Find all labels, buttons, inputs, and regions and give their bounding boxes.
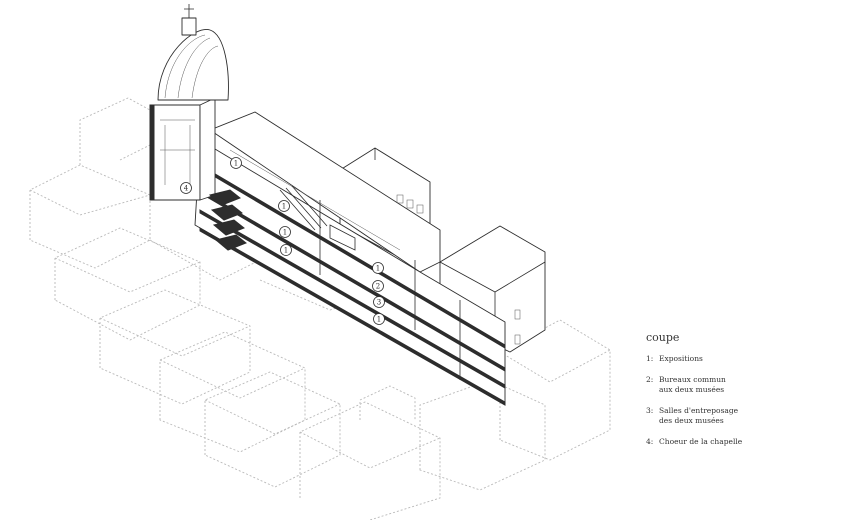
context-buildings — [29, 97, 611, 520]
svg-text:1: 1 — [234, 160, 238, 168]
legend-item-salles: 3: Salles d'entreposage des deux musées — [646, 406, 846, 426]
main-building-section — [194, 111, 506, 406]
room-marker-4: 4 — [180, 182, 192, 194]
room-marker-1b: 1 — [278, 200, 290, 212]
legend-item-bureaux: 2: Bureaux commun aux deux musées — [646, 375, 846, 395]
svg-text:1: 1 — [376, 265, 380, 273]
legend-item-expositions: 1: Expositions — [646, 354, 846, 364]
svg-text:1: 1 — [282, 203, 286, 211]
room-marker-1c: 1 — [279, 226, 291, 238]
legend-text: Salles d'entreposage des deux musées — [659, 406, 739, 425]
legend-title: coupe — [646, 331, 680, 344]
room-marker-1: 1 — [230, 157, 242, 169]
room-marker-1f: 1 — [373, 313, 385, 325]
legend-text: Choeur de la chapelle — [659, 437, 743, 446]
legend-text: Bureaux commun aux deux musées — [659, 375, 726, 394]
svg-text:3: 3 — [377, 299, 381, 307]
room-marker-1e: 1 — [372, 262, 384, 274]
svg-text:4: 4 — [184, 185, 189, 193]
svg-text:1: 1 — [284, 247, 288, 255]
legend-number: 3: — [646, 406, 654, 415]
legend-number: 1: — [646, 354, 654, 363]
room-marker-1d: 1 — [280, 244, 292, 256]
chapel-dome — [149, 4, 247, 251]
svg-text:2: 2 — [376, 283, 380, 291]
legend-number: 4: — [646, 437, 654, 446]
legend-number: 2: — [646, 375, 654, 384]
svg-text:1: 1 — [377, 316, 381, 324]
legend: coupe 1: Expositions 2: Bureaux commun a… — [646, 331, 846, 458]
legend-item-choeur: 4: Choeur de la chapelle — [646, 437, 846, 447]
room-marker-2: 2 — [372, 280, 384, 292]
legend-text: Expositions — [659, 354, 703, 363]
room-marker-3: 3 — [373, 296, 385, 308]
svg-text:1: 1 — [283, 229, 287, 237]
